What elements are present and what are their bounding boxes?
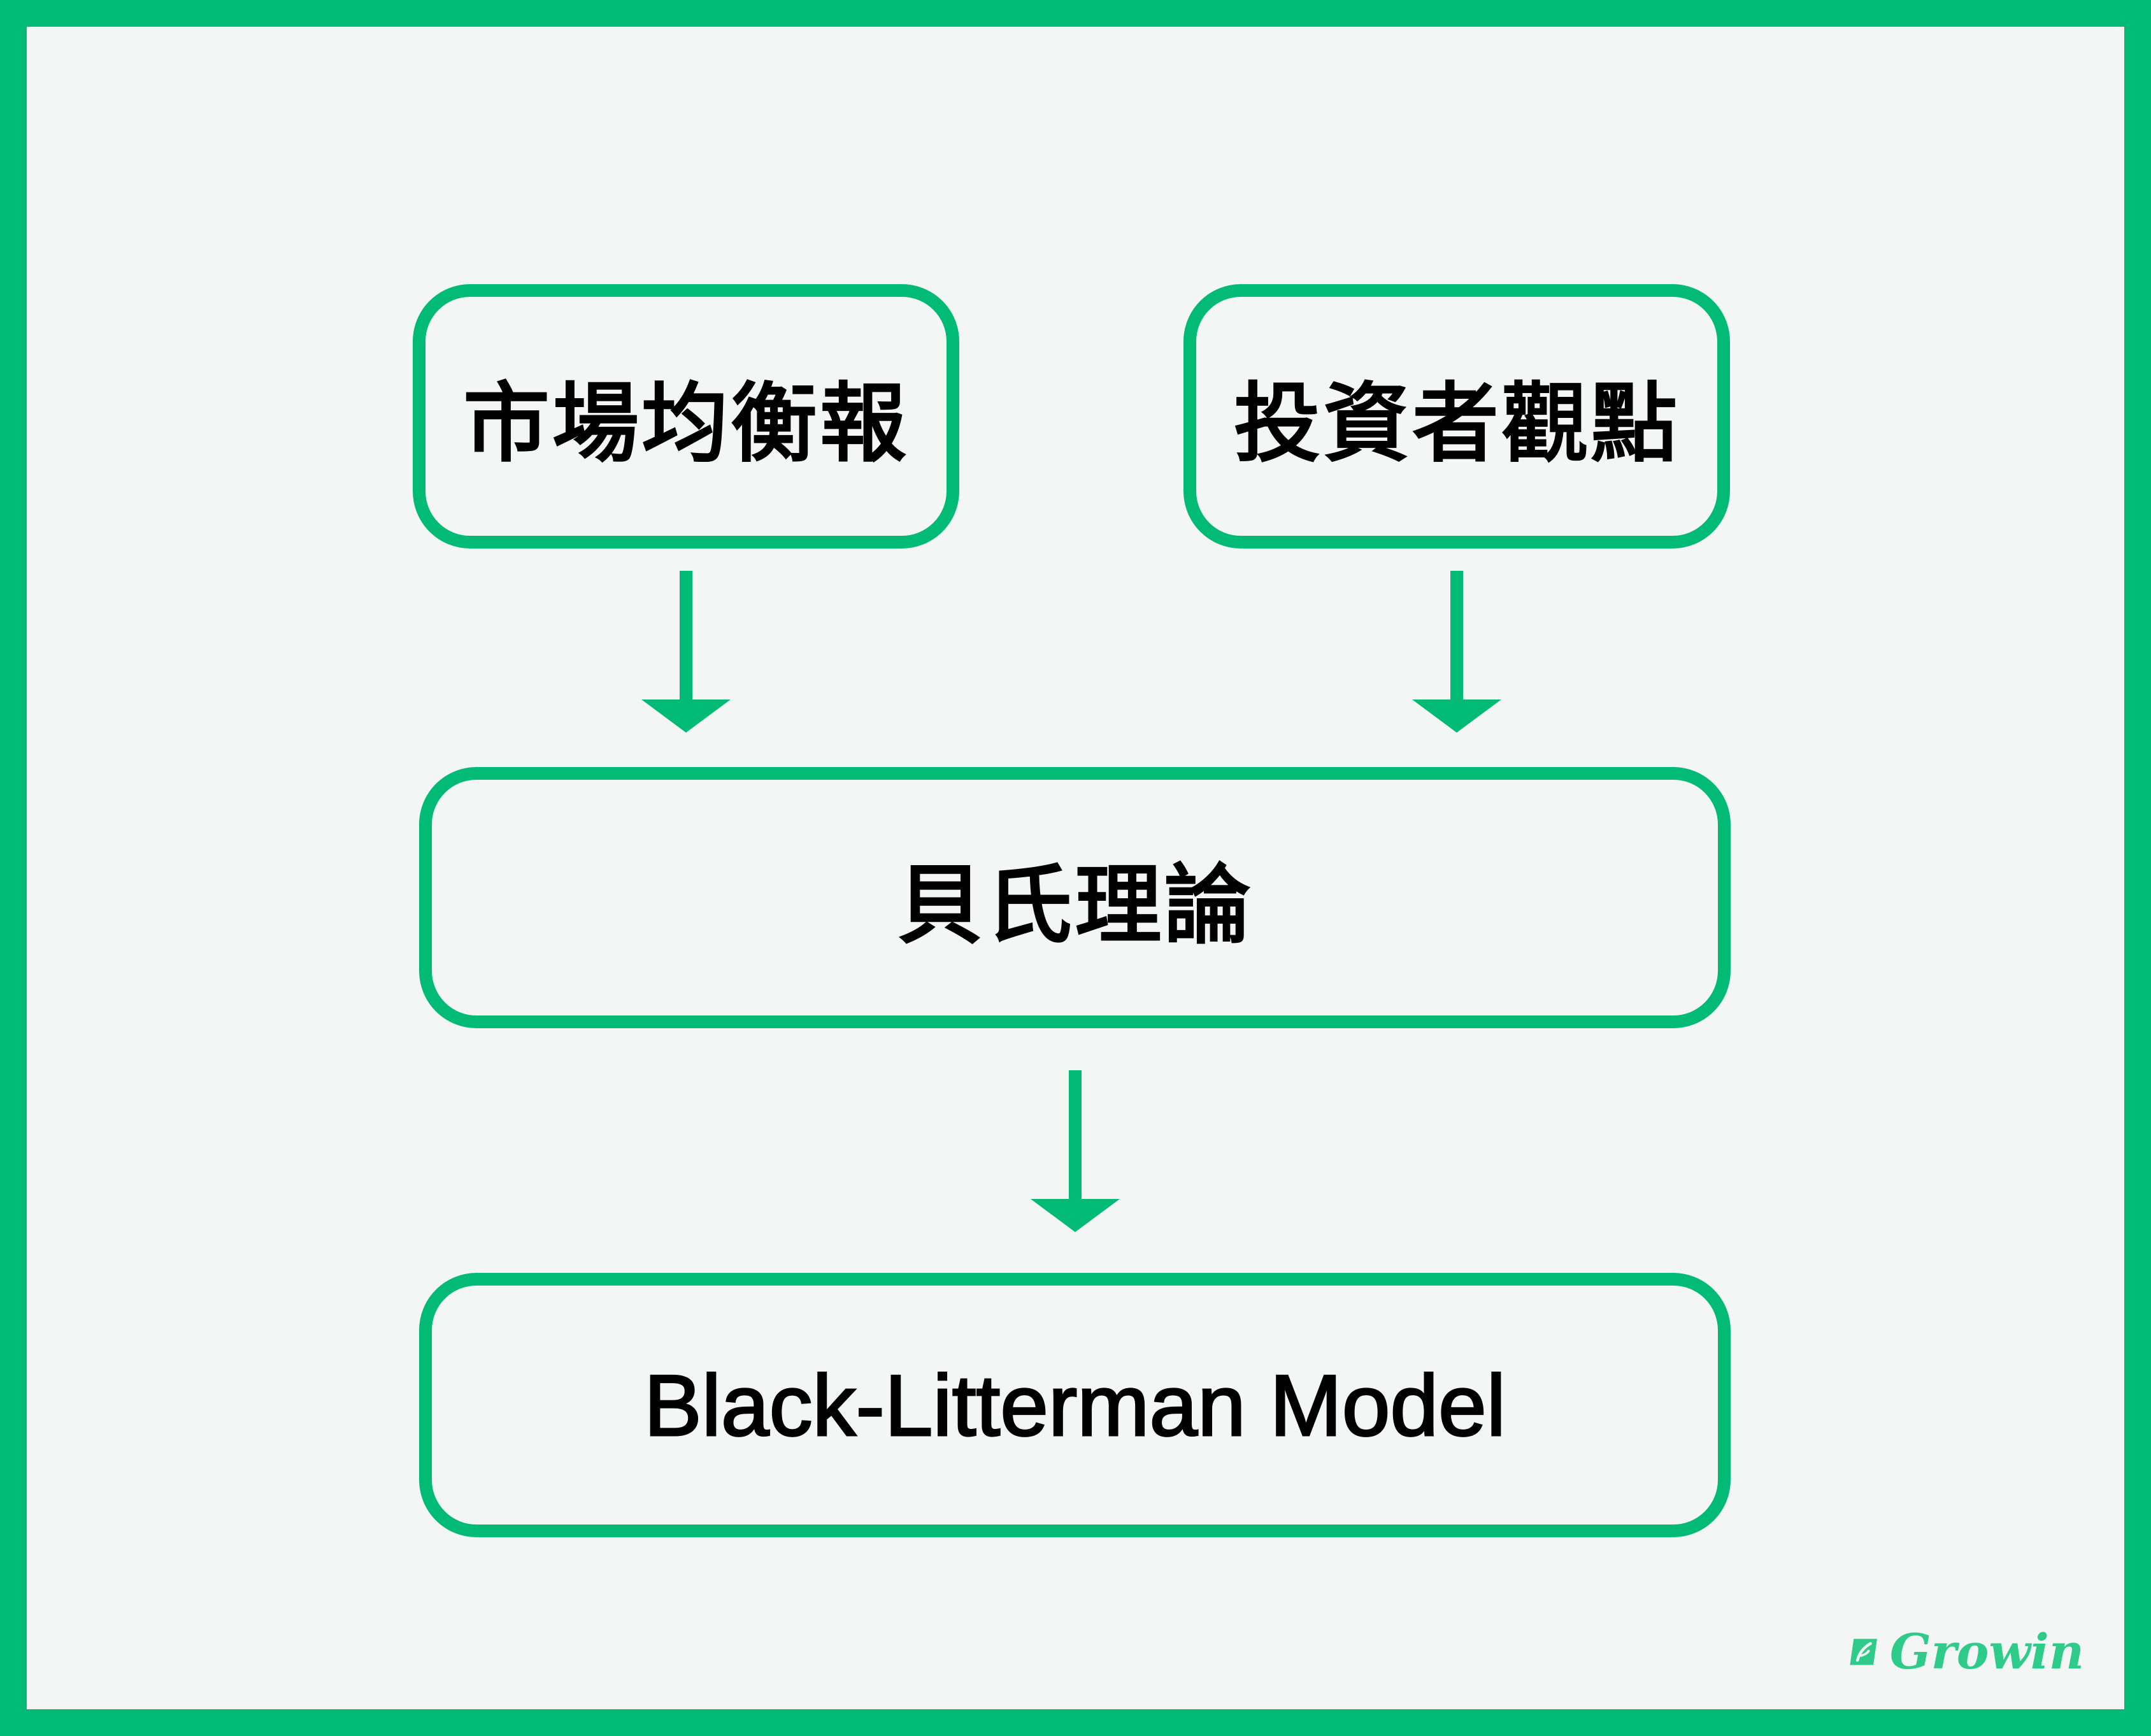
node-investor-views: 投資者觀點 <box>1183 284 1730 549</box>
node-market-equilibrium-return: 市場均衡報 <box>413 284 959 549</box>
node-label: 貝氏理論 <box>896 855 1254 956</box>
node-black-litterman-model: Black-Litterman Model <box>419 1273 1731 1537</box>
node-bayes-theory: 貝氏理論 <box>419 767 1731 1028</box>
brand-name: Growin <box>1889 1623 2084 1680</box>
node-label: 投資者觀點 <box>1234 374 1680 475</box>
brand-logo: Growin <box>1847 1621 2084 1682</box>
leaf-icon <box>1850 1638 1877 1665</box>
node-label: 市場均衡報 <box>463 374 909 475</box>
node-label: Black-Litterman Model <box>643 1356 1507 1454</box>
